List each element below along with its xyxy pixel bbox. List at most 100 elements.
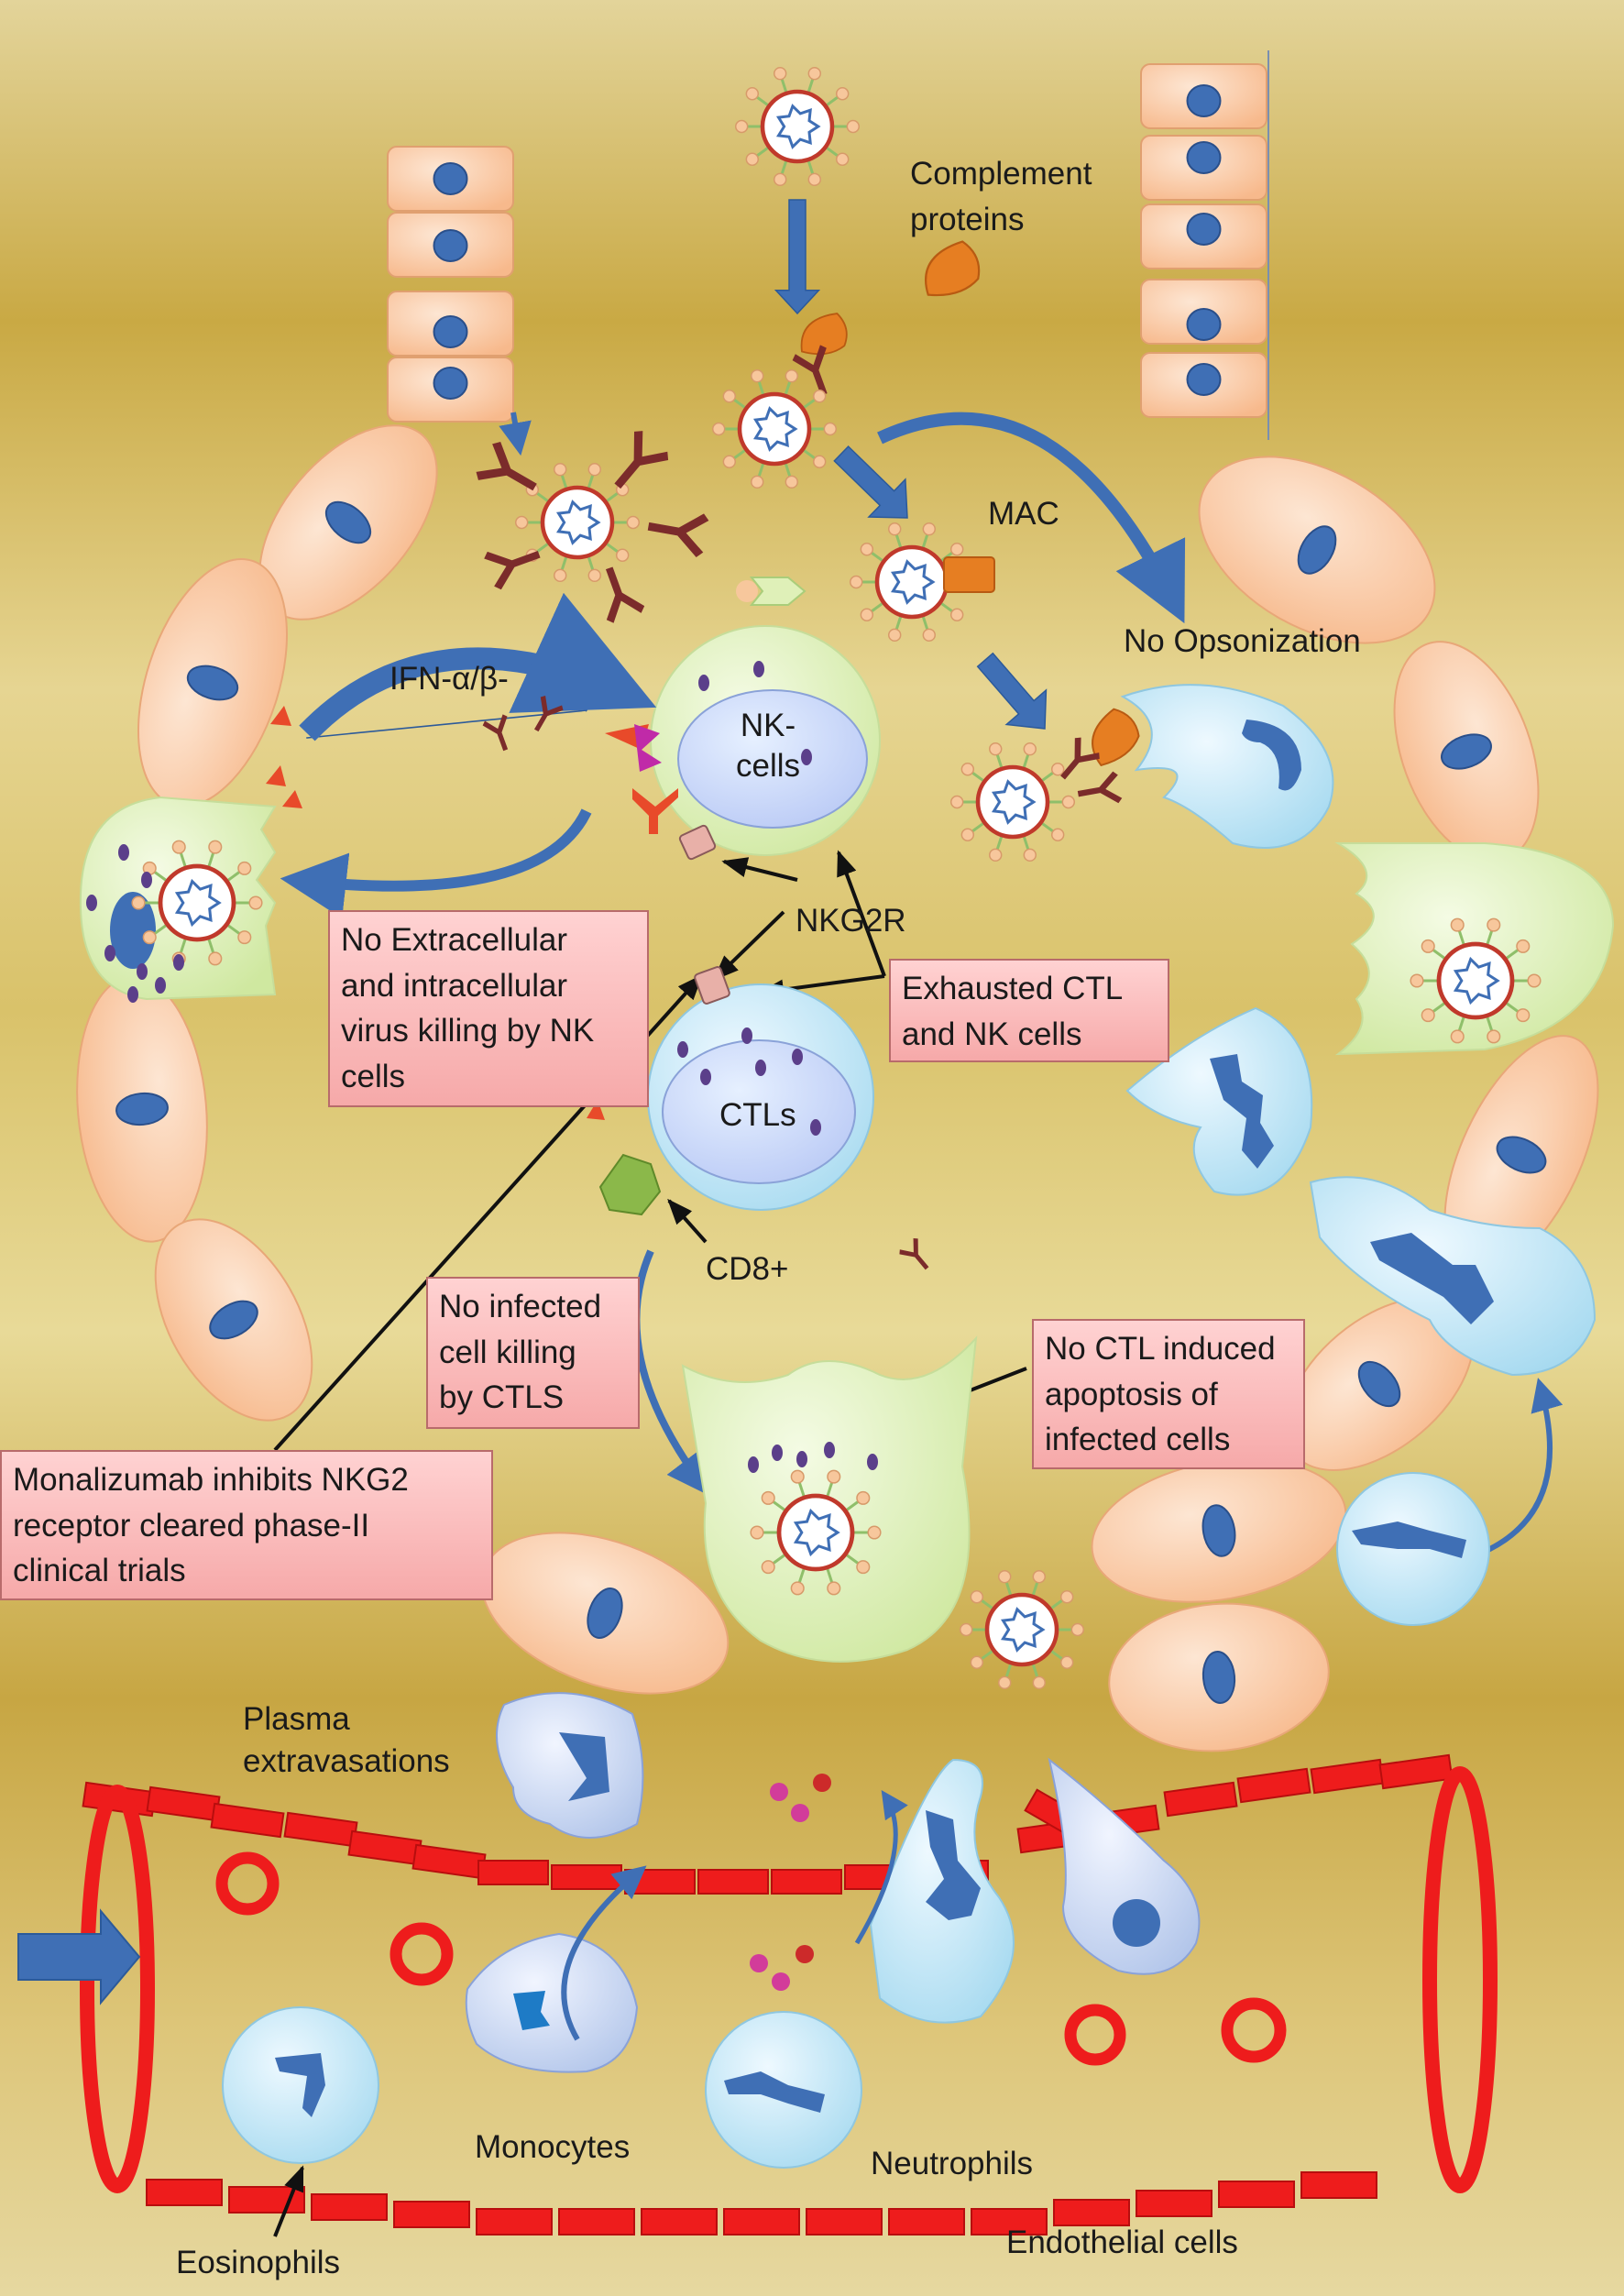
- endothelial-cell: [476, 2208, 553, 2236]
- virus-spike-tip: [722, 390, 737, 403]
- label-endothelial-cells: Endothelial cells: [1006, 2225, 1238, 2260]
- endothelial-cell: [146, 2179, 223, 2206]
- small-arrow: [499, 412, 532, 456]
- virus-icon: [959, 1569, 1085, 1690]
- virus-spike-tip: [959, 1622, 973, 1637]
- endothelial-cell: [771, 1869, 842, 1895]
- antibody-shape: [476, 441, 537, 491]
- nucleus-icon: [724, 2071, 825, 2113]
- endothelial-cell: [1053, 2199, 1130, 2226]
- label-mac: MAC: [988, 496, 1059, 532]
- virus-spike-tip: [237, 930, 252, 945]
- nucleus-icon: [559, 1732, 609, 1801]
- nucleus-icon: [433, 162, 468, 195]
- antibody-shape: [647, 513, 709, 558]
- virus-spike-tip: [761, 1560, 775, 1575]
- virus-spike-tip: [1421, 939, 1435, 953]
- label-nkg2r: NKG2R: [796, 903, 906, 939]
- endothelial-cell: [1136, 2190, 1213, 2217]
- endothelial-cell: [697, 1869, 769, 1895]
- endothelial-cell: [1236, 1767, 1311, 1804]
- label-monocytes: Monocytes: [475, 2129, 631, 2165]
- epithelial-cell: [1393, 641, 1540, 862]
- virus-genome: [1000, 1607, 1046, 1653]
- label-ctls: CTLs: [719, 1097, 796, 1133]
- granule: [698, 675, 709, 691]
- virus-spike-tip: [888, 522, 902, 536]
- box-no-ctl-apoptosis: No CTL induced apoptosis of infected cel…: [1032, 1319, 1305, 1469]
- label-ifn: IFN-α/β-: [390, 661, 509, 697]
- virus-spike-tip: [514, 515, 529, 530]
- ifn-triangle-icon: [266, 765, 286, 786]
- virus-icon: [1410, 917, 1542, 1044]
- complement-protein-icon: [924, 240, 981, 297]
- granule: [810, 1119, 821, 1136]
- nucleus-icon: [1186, 213, 1222, 246]
- ifn-triangle-icon: [282, 790, 302, 808]
- virus-spike-tip: [860, 543, 874, 556]
- granule: [86, 895, 97, 911]
- granule: [753, 661, 764, 677]
- endothelial-cell: [1163, 1781, 1238, 1818]
- virus-spike-tip: [1023, 742, 1037, 756]
- virus-icon: [711, 368, 838, 489]
- antibody-shape: [1060, 737, 1100, 780]
- endothelial-cell: [393, 2201, 470, 2228]
- epithelial-cell: [1091, 1458, 1347, 1603]
- antibody-shape: [792, 345, 828, 396]
- nucleus-icon: [1352, 1522, 1466, 1558]
- label-eosinophils: Eosinophils: [176, 2245, 340, 2280]
- virus-capsid: [984, 1592, 1059, 1667]
- antibody-icon: [482, 714, 509, 752]
- antibody-shape: [614, 431, 669, 489]
- receptor-icon: [632, 788, 678, 834]
- virus-spike-tip: [1050, 828, 1065, 841]
- virus-spike-tip: [1023, 848, 1037, 862]
- virus-spike-tip: [949, 795, 964, 809]
- monocyte-cell: [1048, 1757, 1201, 1975]
- virus-spike-tip: [807, 66, 821, 81]
- virus-capsid: [975, 764, 1050, 840]
- virus-spike-tip: [989, 848, 1003, 862]
- virus-capsid: [737, 391, 812, 467]
- epithelial-cell: [137, 558, 288, 807]
- virus-spike-tip: [790, 1581, 805, 1596]
- box-monalizumab: Monalizumab inhibits NKG2 receptor clear…: [0, 1450, 493, 1600]
- nucleus-icon: [186, 665, 239, 701]
- complement-shape: [1092, 708, 1140, 767]
- virus-spike-tip: [736, 580, 758, 602]
- virus-spike-tip: [1487, 1029, 1501, 1044]
- virus-genome: [174, 878, 222, 928]
- box-no-infected-cell-killing: No infected cell killing by CTLS: [426, 1277, 640, 1429]
- complement-protein-icon: [800, 313, 848, 356]
- nucleus-icon: [1202, 1651, 1236, 1704]
- virus-spike-tip: [827, 1469, 841, 1484]
- nucleus-icon: [433, 367, 468, 400]
- virus-spike-tip: [922, 522, 936, 536]
- nucleus-icon: [110, 892, 156, 969]
- virus-spike-tip: [812, 390, 827, 403]
- endothelial-cell: [283, 1811, 358, 1848]
- virus-spike-tip: [751, 368, 764, 383]
- granule: [127, 986, 138, 1003]
- nucleus-icon: [1210, 1054, 1274, 1169]
- antibody-shape: [482, 714, 509, 752]
- virus-spike-tip: [248, 895, 263, 910]
- virus-spike-tip: [1450, 1029, 1465, 1044]
- box-no-extracellular-killing: No Extracellular and intracellular virus…: [328, 910, 649, 1107]
- return-arrow: [280, 808, 592, 919]
- virus-spike-tip: [785, 475, 798, 489]
- virus-icon: [949, 742, 1076, 862]
- virus-spike-tip: [827, 1581, 841, 1596]
- nucleus-icon: [1242, 720, 1301, 791]
- antibody-shape: [1077, 771, 1123, 804]
- virus-spike-tip: [1059, 1590, 1074, 1604]
- epithelial-cell: [154, 1218, 313, 1422]
- virus-capsid: [540, 485, 615, 560]
- virus-spike-tip: [989, 742, 1003, 756]
- curved-arrow: [1478, 1378, 1564, 1556]
- virus-spike-tip: [949, 608, 964, 621]
- complement-shape: [924, 240, 981, 297]
- epithelial-cell: [76, 975, 208, 1243]
